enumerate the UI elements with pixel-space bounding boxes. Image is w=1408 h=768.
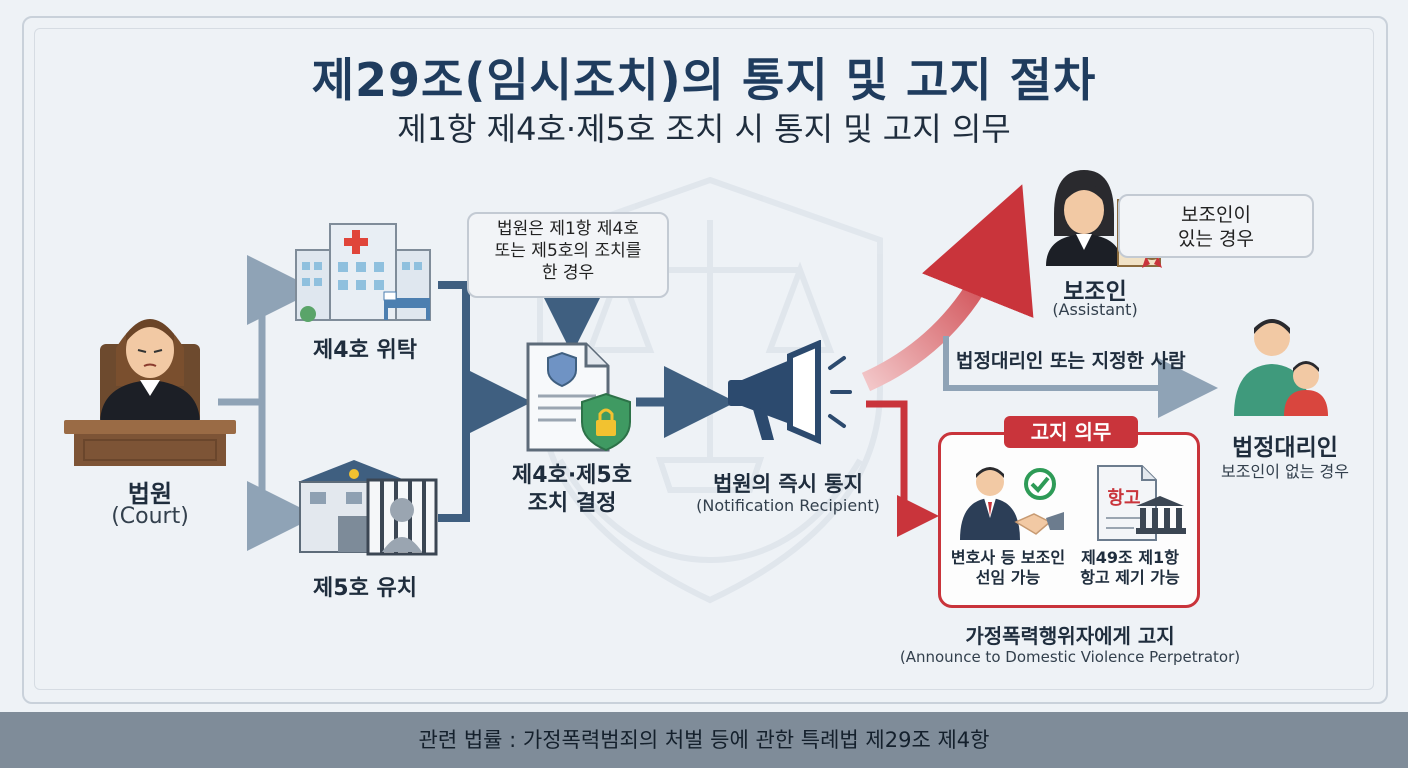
notice-item1-line1: 변호사 등 보조인 xyxy=(950,548,1066,567)
notice-item2-line1: 제49조 제1항 xyxy=(1081,548,1179,567)
middle-path-label: 법정대리인 또는 지정한 사람 xyxy=(956,350,1186,372)
assistant-en-label: (Assistant) xyxy=(1052,300,1138,319)
condition-note-line1: 법원은 제1항 제4호 xyxy=(497,219,639,239)
outer-frame xyxy=(22,16,1388,704)
assistant-note: 보조인이 있는 경우 xyxy=(1118,194,1314,258)
assistant-label: 보조인 xyxy=(1063,279,1127,305)
condition-note-line3: 한 경우 xyxy=(541,263,595,283)
branch4-label: 제4호 위탁 xyxy=(313,338,417,363)
appeal-seal-text: 항고 xyxy=(1107,488,1140,509)
condition-note-line2: 또는 제5호의 조치를 xyxy=(494,241,642,261)
hospital-icon xyxy=(295,223,431,322)
branch5-label: 제5호 유치 xyxy=(313,576,417,601)
notice-item1-label: 변호사 등 보조인 선임 가능 xyxy=(944,548,1072,588)
court-group: 법원 (Court) xyxy=(60,296,240,529)
appeal-document-icon: 항고 xyxy=(1097,465,1186,541)
decision-label-line2: 조치 결정 xyxy=(527,491,617,516)
guardian-group xyxy=(1228,310,1338,424)
lawyer-handshake-group xyxy=(950,462,1070,546)
guardian-sub-label: 보조인이 없는 경우 xyxy=(1221,462,1349,481)
notice-item2-label: 제49조 제1항 항고 제기 가능 xyxy=(1066,548,1194,588)
notice-item2-line2: 항고 제기 가능 xyxy=(1080,568,1180,587)
court-label: 법원 xyxy=(127,480,173,508)
lawyer-handshake-icon xyxy=(960,467,1064,540)
perpetrator-en-label: (Announce to Domestic Violence Perpetrat… xyxy=(899,648,1241,666)
notice-duty-tag: 고지 의무 xyxy=(1004,416,1138,448)
footer-law-reference: 관련 법률 : 가정폭력범죄의 처벌 등에 관한 특례법 제29조 제4항 xyxy=(0,712,1408,768)
assistant-note-line1: 보조인이 xyxy=(1181,204,1251,226)
decision-label-line1: 제4호·제5호 xyxy=(512,463,632,488)
page-subtitle: 제1항 제4호·제5호 조치 시 통지 및 고지 의무 xyxy=(397,110,1011,148)
notice-item1-line2: 선임 가능 xyxy=(975,568,1041,587)
judge-icon xyxy=(64,319,236,466)
condition-note: 법원은 제1항 제4호 또는 제5호의 조치를 한 경우 xyxy=(467,212,669,298)
parent-child-icon xyxy=(1234,319,1328,416)
detention-facility-icon xyxy=(298,460,438,556)
guardian-label: 법정대리인 xyxy=(1232,435,1338,461)
inner-frame xyxy=(34,28,1374,690)
branch5-group: 제5호 유치 xyxy=(290,452,440,601)
notification-label: 법원의 즉시 통지 xyxy=(713,472,863,496)
decision-group xyxy=(512,338,636,460)
branch4-group: 제4호 위탁 xyxy=(290,214,440,363)
perpetrator-label: 가정폭력행위자에게 고지 xyxy=(965,624,1175,648)
decision-label: 제4호·제5호 조치 결정 xyxy=(482,462,662,518)
notification-en-label: (Notification Recipient) xyxy=(696,496,880,515)
court-en-label: (Court) xyxy=(111,504,189,529)
appeal-document-group: 항고 xyxy=(1090,462,1190,546)
notification-group xyxy=(718,339,858,454)
secured-document-icon xyxy=(526,342,631,452)
page-title: 제29조(임시조치)의 통지 및 고지 절차 xyxy=(311,53,1097,107)
assistant-note-line2: 있는 경우 xyxy=(1178,228,1254,250)
megaphone-icon xyxy=(728,339,852,445)
